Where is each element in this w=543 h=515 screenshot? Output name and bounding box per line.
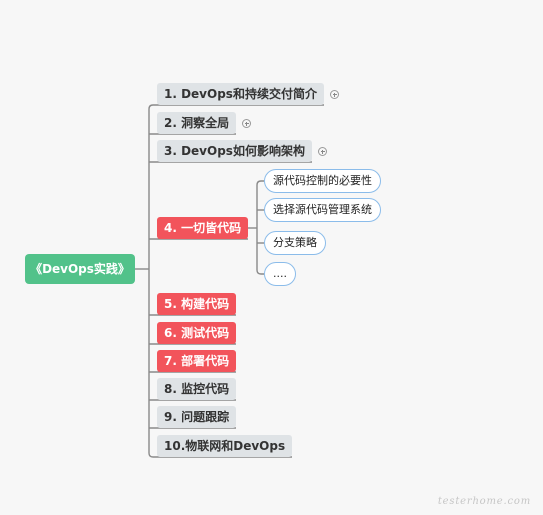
branch-node-1[interactable]: 1. DevOps和持续交付简介 xyxy=(157,83,324,105)
branch-connector xyxy=(148,452,292,458)
subtopic-connector xyxy=(256,269,264,275)
branch-node-3[interactable]: 3. DevOps如何影响架构 xyxy=(157,140,312,162)
branch-node-2[interactable]: 2. 洞察全局 xyxy=(157,112,237,134)
subtopic-node-3[interactable]: 分支策略 xyxy=(264,231,326,255)
subtopic-connector xyxy=(256,180,264,186)
branch-node-10[interactable]: 10.物联网和DevOps xyxy=(157,435,293,457)
plus-circle-icon[interactable] xyxy=(330,90,339,99)
branch-node-6[interactable]: 6. 测试代码 xyxy=(157,322,237,344)
branch-node-9[interactable]: 9. 问题跟踪 xyxy=(157,406,237,428)
subtopic-node-4[interactable]: .... xyxy=(264,262,296,286)
plus-circle-icon[interactable] xyxy=(318,147,327,156)
branch-node-5[interactable]: 5. 构建代码 xyxy=(157,293,237,315)
root-node[interactable]: 《DevOps实践》 xyxy=(25,254,135,284)
plus-circle-icon[interactable] xyxy=(242,119,251,128)
branch-node-4[interactable]: 4. 一切皆代码 xyxy=(157,217,249,239)
branch-node-8[interactable]: 8. 监控代码 xyxy=(157,378,237,400)
subtopic-node-2[interactable]: 选择源代码管理系统 xyxy=(264,198,381,222)
branch-connector xyxy=(148,104,324,110)
watermark-text: testerhome.com xyxy=(437,496,531,507)
subtopic-node-1[interactable]: 源代码控制的必要性 xyxy=(264,169,381,193)
branch-node-7[interactable]: 7. 部署代码 xyxy=(157,350,237,372)
